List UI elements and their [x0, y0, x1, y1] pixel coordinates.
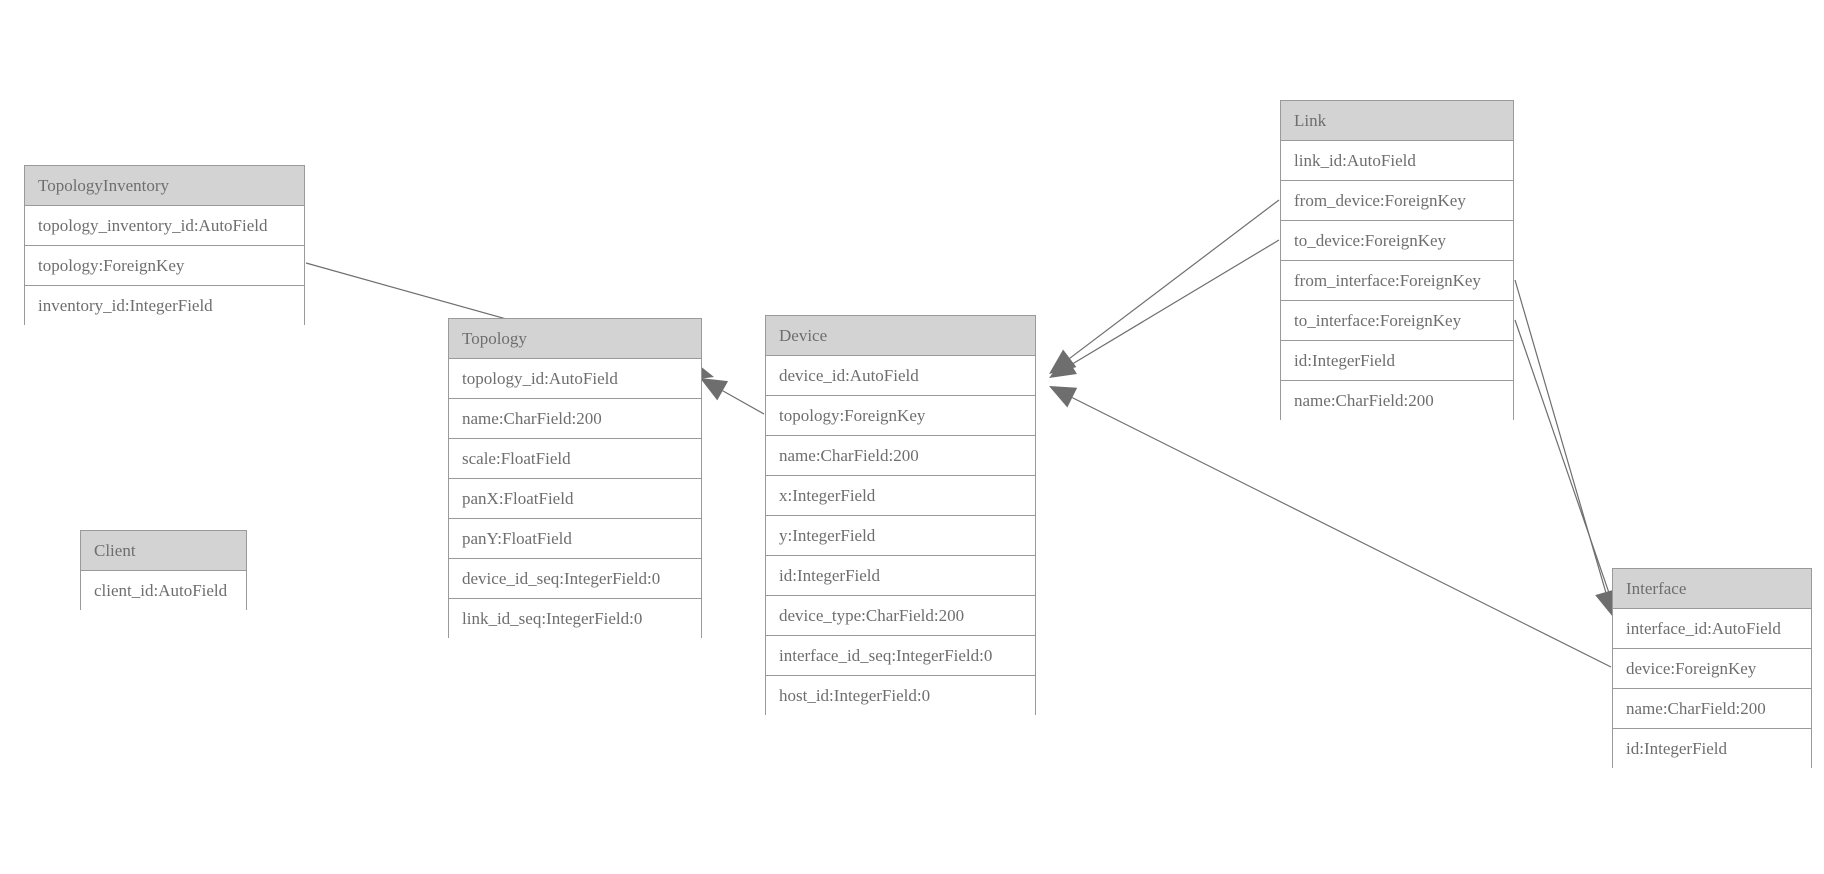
entity-field: from_device:ForeignKey [1281, 181, 1513, 221]
entity-field: device:ForeignKey [1613, 649, 1811, 689]
relationship-arrowhead-icon [1049, 386, 1078, 408]
entity-title-topology-inventory: TopologyInventory [25, 166, 304, 206]
entity-title-topology: Topology [449, 319, 701, 359]
entity-field: host_id:IntegerField:0 [766, 676, 1035, 716]
entity-field: interface_id:AutoField [1613, 609, 1811, 649]
relationship-device-topology [700, 378, 765, 415]
entity-field: inventory_id:IntegerField [25, 286, 304, 326]
entity-field: client_id:AutoField [81, 571, 246, 611]
relationship-line [1514, 279, 1607, 593]
relationship-arrowhead-icon [700, 378, 729, 401]
entity-field: to_interface:ForeignKey [1281, 301, 1513, 341]
entity-field: link_id:AutoField [1281, 141, 1513, 181]
entity-field: y:IntegerField [766, 516, 1035, 556]
entity-field: panY:FloatField [449, 519, 701, 559]
entity-field: from_interface:ForeignKey [1281, 261, 1513, 301]
entity-title-client: Client [81, 531, 246, 571]
relationship-link-from-device [1049, 199, 1280, 374]
relationship-link-from-interface [1514, 279, 1617, 617]
relationship-interface-device [1049, 386, 1612, 668]
entity-field: name:CharField:200 [1281, 381, 1513, 421]
entity-field: device_id_seq:IntegerField:0 [449, 559, 701, 599]
entity-field: interface_id_seq:IntegerField:0 [766, 636, 1035, 676]
entity-field: topology:ForeignKey [25, 246, 304, 286]
entity-title-link: Link [1281, 101, 1513, 141]
entity-field: topology:ForeignKey [766, 396, 1035, 436]
entity-field: x:IntegerField [766, 476, 1035, 516]
relationship-line [1071, 397, 1612, 668]
entity-field: panX:FloatField [449, 479, 701, 519]
entity-field: link_id_seq:IntegerField:0 [449, 599, 701, 639]
relationship-line [1514, 319, 1611, 595]
relationship-line [1070, 239, 1280, 366]
entity-field: topology_id:AutoField [449, 359, 701, 399]
relationship-line [1069, 199, 1280, 359]
entity-field: name:CharField:200 [1613, 689, 1811, 729]
entity-field: id:IntegerField [766, 556, 1035, 596]
entity-field: name:CharField:200 [766, 436, 1035, 476]
entity-field: scale:FloatField [449, 439, 701, 479]
relationship-arrowhead-icon [1049, 349, 1077, 374]
relationship-arrowhead-icon [1049, 355, 1077, 378]
relationship-link-to-interface [1514, 319, 1620, 619]
entity-field: name:CharField:200 [449, 399, 701, 439]
entity-field: to_device:ForeignKey [1281, 221, 1513, 261]
entity-field: id:IntegerField [1281, 341, 1513, 381]
entity-field: id:IntegerField [1613, 729, 1811, 769]
entity-field: device_type:CharField:200 [766, 596, 1035, 636]
entity-field: device_id:AutoField [766, 356, 1035, 396]
entity-title-device: Device [766, 316, 1035, 356]
relationship-line [722, 390, 765, 415]
entity-field: topology_inventory_id:AutoField [25, 206, 304, 246]
relationship-link-to-device [1049, 239, 1280, 378]
entity-title-interface: Interface [1613, 569, 1811, 609]
